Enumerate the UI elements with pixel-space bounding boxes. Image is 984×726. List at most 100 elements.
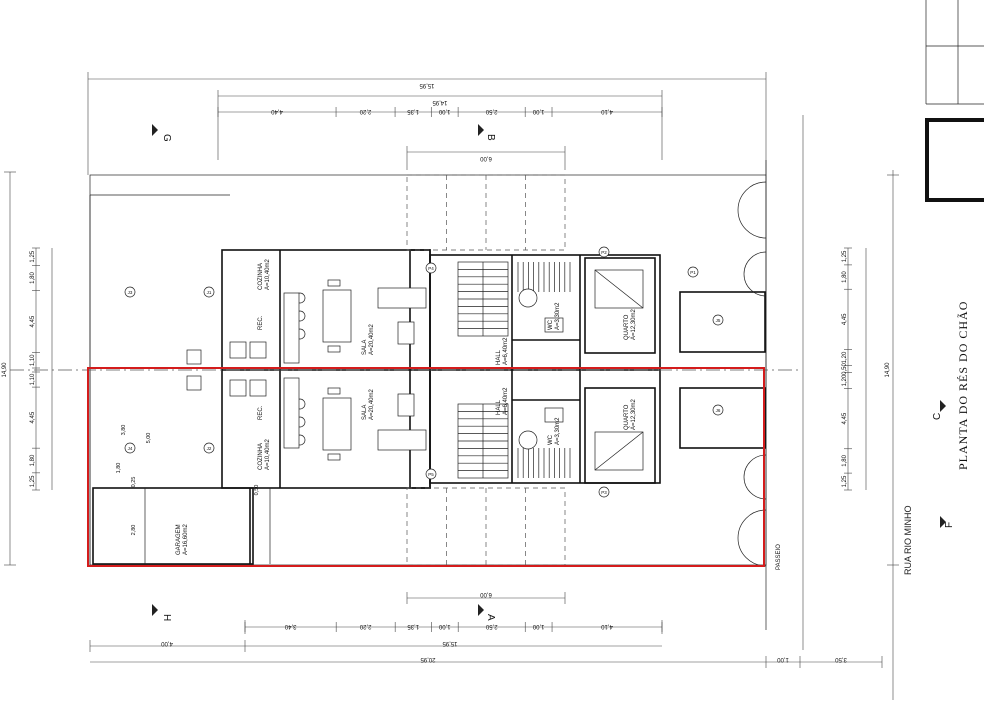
- left-top-seg-label: 1,80: [30, 272, 36, 284]
- dim-bottom-sub: 15,95: [442, 640, 458, 646]
- bot-seg-label: 2,50: [485, 623, 497, 629]
- label-passeio: PASSEIO: [776, 544, 782, 570]
- top-seg-label: 4,10: [601, 108, 613, 114]
- site-boundary: [89, 160, 767, 630]
- dim-bottom-right-b: 3,50: [835, 656, 847, 662]
- bot-seg-label: 1,00: [438, 623, 450, 629]
- left-top-seg-label: 1,10: [30, 354, 36, 366]
- section-mark-b: B: [485, 134, 496, 141]
- room-rec-bottom: REC.: [258, 405, 264, 420]
- chair: [327, 453, 341, 461]
- dim-parking-top: 6,00: [480, 155, 492, 161]
- left-bot-seg-label: 1,10: [30, 373, 36, 385]
- garage-dim-label: 0,50: [254, 485, 260, 496]
- chair: [327, 387, 341, 395]
- dim-bottom-overall: 20,95: [420, 656, 436, 662]
- dim-left-overall: 14,90: [2, 362, 8, 378]
- top-seg-label: 1,00: [438, 108, 450, 114]
- window-code-label: J3: [128, 290, 133, 295]
- room-quarto-top: QUARTOA=12,30m2: [624, 308, 637, 340]
- window-code-label: P4: [428, 266, 434, 271]
- section-mark-c: C: [932, 413, 943, 420]
- window-code-label: J2: [207, 446, 212, 451]
- dim-right-overall: 14,90: [885, 362, 891, 378]
- room-hall-bottom: HALLA=6,40m2: [496, 387, 509, 415]
- window-code-label: P2: [601, 250, 607, 255]
- window-code-marker: [425, 468, 437, 480]
- room-wc-bottom: WCA=3,30m2: [548, 417, 561, 445]
- right-seg-label: 1,20: [842, 351, 848, 363]
- window-code-marker: [124, 286, 136, 298]
- window-code-label: J4: [128, 446, 133, 451]
- furniture: [186, 269, 644, 471]
- window-code-label: J6: [716, 408, 721, 413]
- window-code-label: P1: [690, 270, 696, 275]
- dim-top-overall: 15,95: [419, 82, 435, 88]
- chair: [327, 279, 341, 287]
- room-garagem: GARAGEMA=16,60m2: [176, 523, 189, 555]
- dim-parking-bottom: 6,00: [480, 591, 492, 597]
- left-top-seg-label: 4,45: [30, 315, 36, 327]
- right-seg-label: 1,20: [842, 374, 848, 386]
- section-mark-f: F: [944, 522, 955, 528]
- parking-bays-bottom: [406, 487, 566, 566]
- top-seg-label: 1,35: [407, 108, 419, 114]
- top-dimension-chains: [87, 72, 767, 175]
- bottom-dimension-chains: [89, 592, 883, 668]
- staircase-top: [457, 261, 509, 337]
- section-markers: G B H A C F: [152, 124, 955, 621]
- left-bot-seg-label: 1,25: [30, 475, 36, 487]
- chair: [327, 345, 341, 353]
- section-mark-g: G: [161, 134, 172, 142]
- bot-seg-label: 1,35: [407, 623, 419, 629]
- bot-seg-label: 4,10: [601, 623, 613, 629]
- street-name: RUA RIO MINHO: [903, 505, 913, 575]
- right-dimension-chains: [802, 115, 899, 700]
- room-quarto-bottom: QUARTOA=12,30m2: [624, 398, 637, 430]
- section-mark-a: A: [485, 614, 496, 621]
- room-wc-top: WCA=3,30m2: [548, 302, 561, 330]
- left-top-seg-label: 1,25: [30, 250, 36, 262]
- room-sala-bottom: SALAA=20,40m2: [362, 388, 375, 420]
- right-seg-label: 4,45: [842, 412, 848, 424]
- staircase-bottom: [457, 403, 509, 479]
- garage-dim-label: 0,25: [131, 477, 137, 488]
- window-code-label: P5: [428, 472, 434, 477]
- parking-bays-top: [406, 174, 566, 251]
- left-bot-seg-label: 1,80: [30, 454, 36, 466]
- bot-seg-label: 1,00: [532, 623, 544, 629]
- bot-seg-label: 3,40: [284, 623, 296, 629]
- right-seg-label: 1,80: [842, 454, 848, 466]
- window-code-marker: [712, 314, 724, 326]
- title-block: [925, 0, 984, 202]
- top-seg-label: 1,00: [532, 108, 544, 114]
- right-seg-label: 1,25: [842, 250, 848, 262]
- bot-seg-label: 2,20: [359, 623, 371, 629]
- dim-bottom-left: 4,00: [161, 640, 173, 646]
- top-seg-label: 2,50: [485, 108, 497, 114]
- house-walls: [92, 249, 766, 565]
- garage-dim-label: 1,80: [116, 463, 122, 474]
- window-code-marker: [203, 442, 215, 454]
- window-code-marker: [124, 442, 136, 454]
- dimension-labels: 15,95 14,95 6,00 6,00 4,00 15,95 20,95 1…: [2, 82, 891, 662]
- window-code-label: J5: [716, 318, 721, 323]
- section-mark-h: H: [161, 614, 172, 621]
- window-code-marker: [203, 286, 215, 298]
- right-seg-label: 1,80: [842, 271, 848, 283]
- room-sala-top: SALAA=20,40m2: [362, 323, 375, 355]
- garage-dim-label: 3,80: [121, 425, 127, 436]
- window-code-marker: [712, 404, 724, 416]
- window-code-marker: [687, 266, 699, 278]
- right-seg-label: 0,50: [842, 363, 848, 375]
- stair-hatching: [517, 262, 571, 478]
- garage-dim-label: 2,80: [131, 525, 137, 536]
- room-labels: COZINHAA=10,40m2 COZINHAA=10,40m2 SALAA=…: [116, 246, 782, 570]
- window-code-marker: [425, 262, 437, 274]
- highlighted-unit-outline: [87, 367, 765, 567]
- room-cozinha-top: COZINHAA=10,40m2: [258, 258, 271, 290]
- left-bot-seg-label: 4,45: [30, 411, 36, 423]
- right-seg-label: 1,25: [842, 475, 848, 487]
- top-seg-label: 2,20: [359, 108, 371, 114]
